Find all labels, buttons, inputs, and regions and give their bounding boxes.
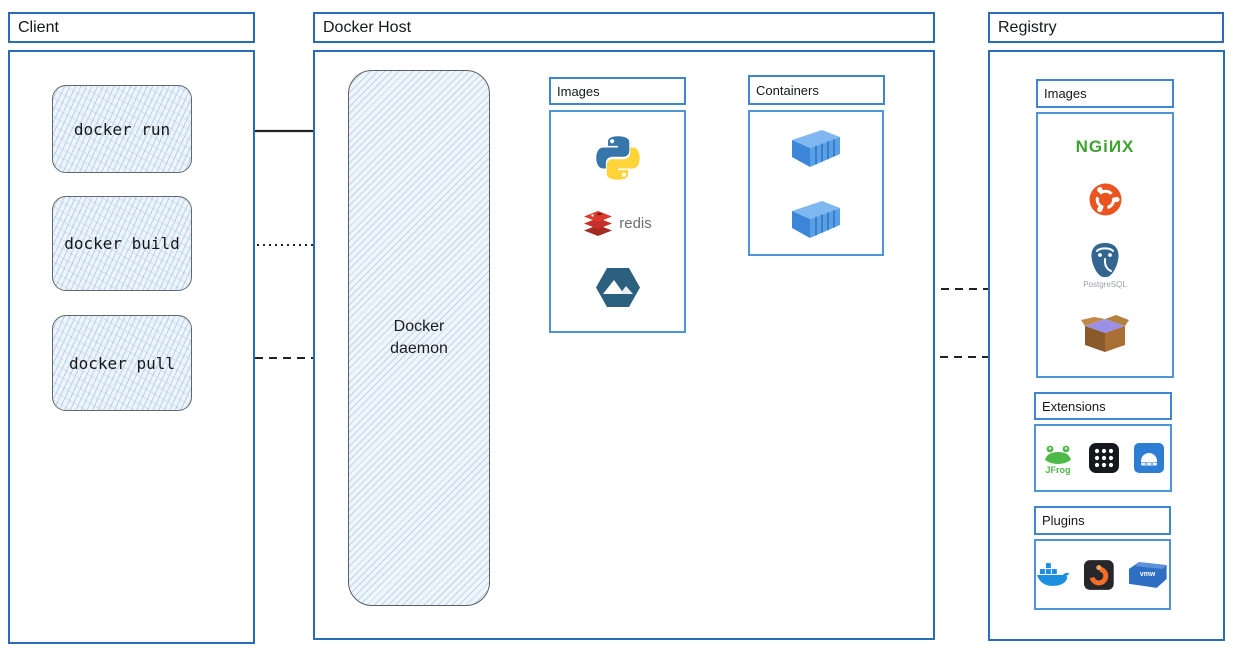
postgresql-icon [1091,243,1119,278]
ubuntu-icon [1089,183,1121,216]
registry-extensions-title: Extensions [1034,392,1172,420]
docker-daemon-label: Docker daemon [390,317,448,357]
container-icon [792,200,840,238]
python-icon [595,136,640,180]
container-icon [792,129,840,167]
node-docker-pull: docker pull [52,315,192,411]
redis-icon [584,211,613,237]
registry-plugins-title: Plugins [1034,506,1171,535]
registry-images-title-label: Images [1044,86,1087,101]
redis-item: redis [583,210,652,237]
registry-extensions-title-label: Extensions [1042,398,1106,414]
containers-box [748,110,884,256]
nginx-wordmark: NGiИX [1075,136,1135,156]
postgresql-caption: PostgreSQL [1083,280,1127,290]
containers-title: Containers [748,75,885,105]
busybox-icon [1081,315,1129,353]
node-docker-daemon: Docker daemon [348,70,490,606]
vmware-icon: vmw [1129,561,1168,588]
containers-title-label: Containers [756,82,819,98]
docker-host-panel-title: Docker Host [313,12,935,43]
docker-build-label: docker build [64,234,180,253]
registry-title-label: Registry [998,18,1057,36]
host-images-box: redis [549,110,686,333]
jfrog-caption: JFrog [1045,464,1071,475]
grafana-icon [1083,559,1114,590]
registry-images-title: Images [1036,79,1174,108]
host-images-title: Images [549,77,686,105]
registry-images-box: NGiИX PostgreSQL [1036,112,1174,378]
jfrog-icon [1045,445,1071,464]
host-images-title-label: Images [557,83,600,99]
node-docker-build: docker build [52,196,192,291]
blue-app-icon [1134,443,1164,473]
registry-extensions-box: JFrog [1034,424,1172,492]
docker-run-label: docker run [73,119,171,139]
jfrog-item: JFrog [1041,442,1075,475]
registry-plugins-title-label: Plugins [1042,513,1085,528]
registry-panel-title: Registry [988,12,1224,43]
docker-pull-label: docker pull [69,353,175,373]
client-title-label: Client [18,18,59,36]
vmware-label: vmw [1140,570,1156,577]
node-docker-run: docker run [52,85,192,173]
app-grid-icon [1089,443,1119,473]
registry-plugins-box: vmw [1034,539,1171,610]
redis-label: redis [619,215,652,233]
docker-host-title-label: Docker Host [323,18,412,36]
alpine-icon [595,268,640,308]
docker-whale-icon [1036,563,1070,586]
client-panel-title: Client [8,12,255,43]
postgresql-item: PostgreSQL [1083,241,1127,289]
